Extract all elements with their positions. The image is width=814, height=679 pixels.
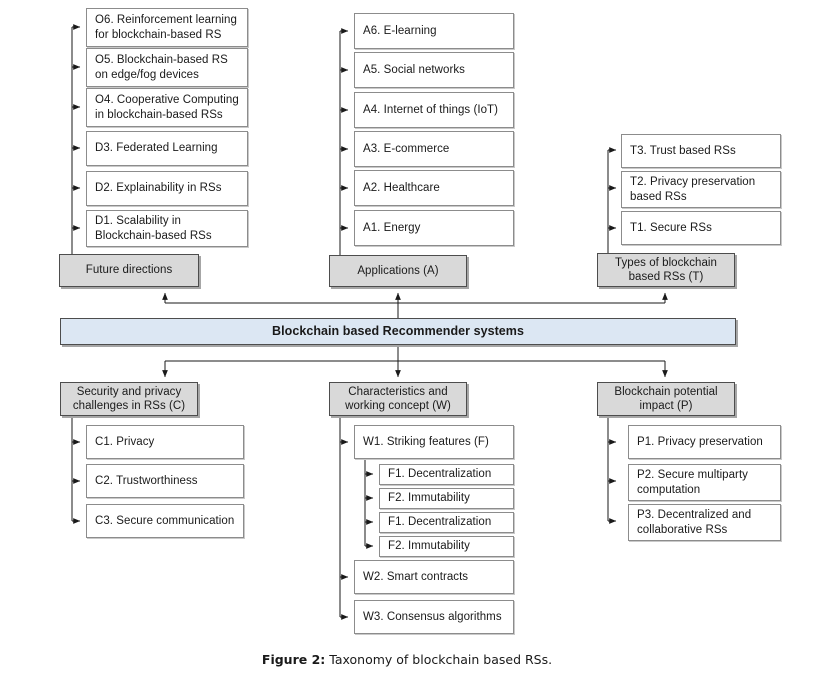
node-label: D3. Federated Learning: [95, 142, 218, 155]
figure-caption: Figure 2: Taxonomy of blockchain based R…: [0, 652, 814, 667]
node-label: A6. E-learning: [363, 24, 437, 37]
node-label: O5. Blockchain-based RS on edge/fog devi…: [95, 54, 228, 81]
node-feature-f2-a[interactable]: F2. Immutability: [379, 488, 514, 509]
node-label: O6. Reinforcement learning for blockchai…: [95, 14, 237, 41]
node-impact-p2[interactable]: P2. Secure multiparty computation: [628, 464, 781, 501]
category-future-directions[interactable]: Future directions: [59, 254, 199, 287]
node-label: P1. Privacy preservation: [637, 435, 763, 448]
category-label: Security and privacy challenges in RSs (…: [72, 385, 186, 413]
root-node-blockchain-recommender-systems[interactable]: Blockchain based Recommender systems: [60, 318, 736, 345]
node-label: A3. E-commerce: [363, 142, 450, 155]
figure-caption-text: Taxonomy of blockchain based RSs.: [329, 652, 553, 667]
category-security-privacy-challenges[interactable]: Security and privacy challenges in RSs (…: [60, 382, 198, 416]
node-characteristic-w2[interactable]: W2. Smart contracts: [354, 560, 514, 594]
node-label: C2. Trustworthiness: [95, 474, 198, 487]
node-label: W2. Smart contracts: [363, 570, 469, 583]
node-future-o5[interactable]: O5. Blockchain-based RS on edge/fog devi…: [86, 48, 248, 87]
node-app-a2[interactable]: A2. Healthcare: [354, 170, 514, 206]
node-characteristic-w1[interactable]: W1. Striking features (F): [354, 425, 514, 459]
node-feature-f1-a[interactable]: F1. Decentralization: [379, 464, 514, 485]
category-label: Characteristics and working concept (W): [345, 385, 451, 413]
node-label: C3. Secure communication: [95, 514, 235, 527]
node-label: A1. Energy: [363, 221, 421, 234]
node-app-a3[interactable]: A3. E-commerce: [354, 131, 514, 167]
category-types-of-blockchain-rss[interactable]: Types of blockchain based RSs (T): [597, 253, 735, 287]
figure-caption-label: Figure 2:: [261, 652, 326, 667]
node-label: T1. Secure RSs: [630, 221, 712, 234]
node-future-d3[interactable]: D3. Federated Learning: [86, 131, 248, 166]
node-label: A5. Social networks: [363, 63, 465, 76]
node-future-d2[interactable]: D2. Explainability in RSs: [86, 171, 248, 206]
node-label: P3. Decentralized and collaborative RSs: [637, 509, 752, 536]
node-feature-f2-b[interactable]: F2. Immutability: [379, 536, 514, 557]
category-blockchain-potential-impact[interactable]: Blockchain potential impact (P): [597, 382, 735, 416]
category-label: Applications (A): [357, 264, 439, 277]
node-impact-p1[interactable]: P1. Privacy preservation: [628, 425, 781, 459]
node-label: T3. Trust based RSs: [630, 144, 736, 157]
node-label: F1. Decentralization: [388, 516, 492, 529]
node-label: C1. Privacy: [95, 435, 155, 448]
node-app-a6[interactable]: A6. E-learning: [354, 13, 514, 49]
node-feature-f1-b[interactable]: F1. Decentralization: [379, 512, 514, 533]
node-label: W1. Striking features (F): [363, 435, 489, 448]
node-challenge-c3[interactable]: C3. Secure communication: [86, 504, 244, 538]
node-future-d1[interactable]: D1. Scalability in Blockchain-based RSs: [86, 210, 248, 247]
node-label: T2. Privacy preservation based RSs: [630, 176, 756, 203]
category-label: Blockchain potential impact (P): [614, 385, 718, 413]
node-app-a1[interactable]: A1. Energy: [354, 210, 514, 246]
node-label: P2. Secure multiparty computation: [637, 469, 748, 496]
node-app-a5[interactable]: A5. Social networks: [354, 52, 514, 88]
root-label: Blockchain based Recommender systems: [272, 324, 524, 339]
category-applications[interactable]: Applications (A): [329, 255, 467, 287]
node-type-t3[interactable]: T3. Trust based RSs: [621, 134, 781, 168]
node-type-t2[interactable]: T2. Privacy preservation based RSs: [621, 171, 781, 208]
node-challenge-c2[interactable]: C2. Trustworthiness: [86, 464, 244, 498]
node-label: A4. Internet of things (IoT): [363, 103, 498, 116]
node-future-o6[interactable]: O6. Reinforcement learning for blockchai…: [86, 8, 248, 47]
node-label: D1. Scalability in Blockchain-based RSs: [95, 215, 212, 242]
category-label: Types of blockchain based RSs (T): [615, 256, 717, 284]
node-app-a4[interactable]: A4. Internet of things (IoT): [354, 92, 514, 128]
node-label: O4. Cooperative Computing in blockchain-…: [95, 94, 239, 121]
node-challenge-c1[interactable]: C1. Privacy: [86, 425, 244, 459]
node-future-o4[interactable]: O4. Cooperative Computing in blockchain-…: [86, 88, 248, 127]
category-label: Future directions: [85, 264, 173, 277]
node-impact-p3[interactable]: P3. Decentralized and collaborative RSs: [628, 504, 781, 541]
node-label: F2. Immutability: [388, 540, 470, 553]
node-label: D2. Explainability in RSs: [95, 182, 222, 195]
category-characteristics-working-concept[interactable]: Characteristics and working concept (W): [329, 382, 467, 416]
node-type-t1[interactable]: T1. Secure RSs: [621, 211, 781, 245]
node-characteristic-w3[interactable]: W3. Consensus algorithms: [354, 600, 514, 634]
node-label: F1. Decentralization: [388, 468, 492, 481]
node-label: W3. Consensus algorithms: [363, 610, 502, 623]
node-label: F2. Immutability: [388, 492, 470, 505]
node-label: A2. Healthcare: [363, 181, 440, 194]
